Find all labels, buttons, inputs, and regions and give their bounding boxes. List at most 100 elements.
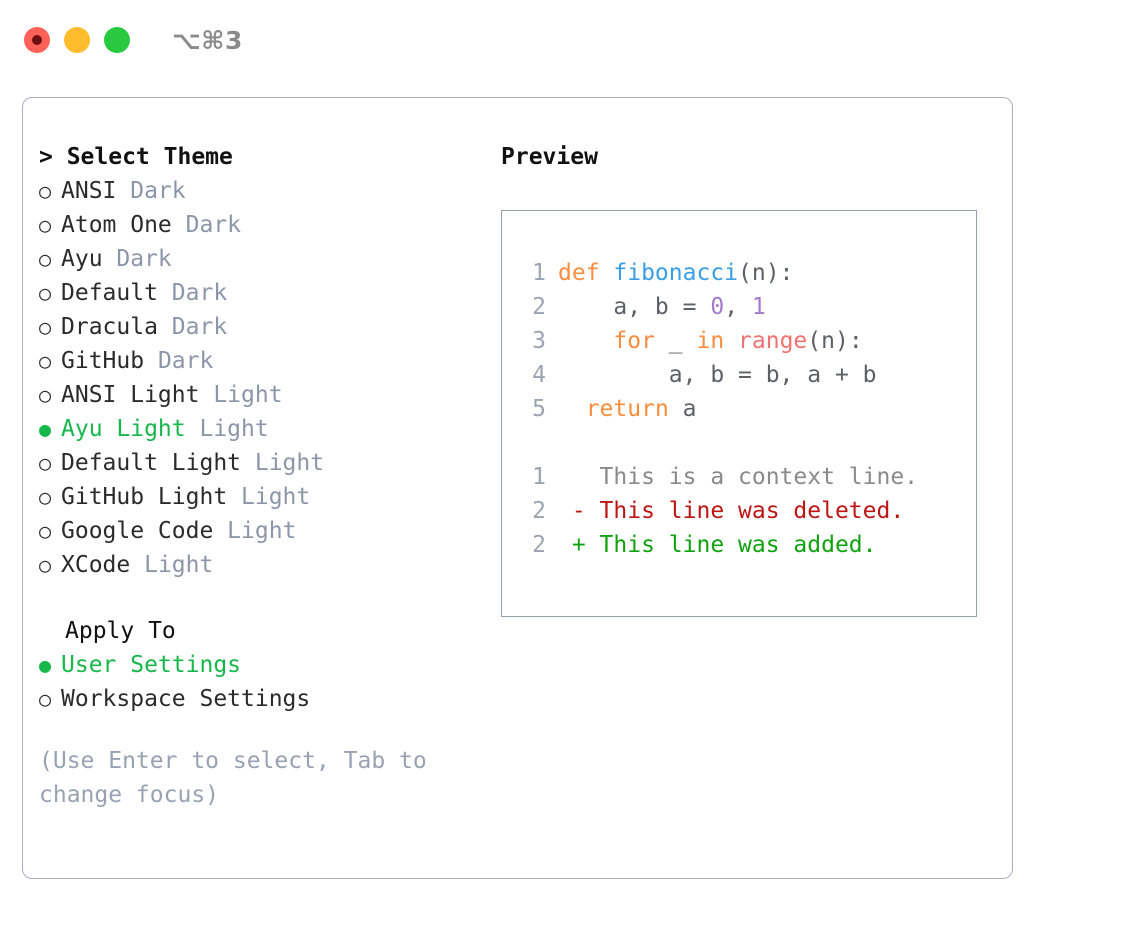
- theme-variant-tag: Dark: [116, 178, 186, 204]
- radio-unselected-icon: ○: [39, 281, 52, 305]
- line-number: 4: [532, 362, 546, 388]
- code-token: return: [585, 396, 669, 422]
- code-token: ,: [724, 294, 752, 320]
- theme-option-label: GitHub: [61, 348, 145, 374]
- close-button[interactable]: [24, 27, 50, 53]
- code-token: def: [558, 260, 614, 286]
- preview-heading: Preview: [501, 144, 598, 170]
- code-token: (n):: [807, 328, 863, 354]
- radio-unselected-icon: ○: [39, 349, 52, 373]
- radio-unselected-icon: ○: [39, 179, 52, 203]
- code-token: a: [668, 396, 697, 422]
- theme-option-dracula[interactable]: ○ Dracula Dark: [39, 310, 479, 344]
- code-token: range: [738, 328, 808, 354]
- code-token: (n):: [738, 260, 794, 286]
- code-token: a, b =: [558, 294, 711, 320]
- apply-to-option-label: Workspace Settings: [61, 686, 311, 712]
- theme-option-default[interactable]: ○Default Dark: [39, 276, 479, 310]
- theme-option-label: Dracula: [61, 314, 158, 340]
- theme-option-label: Atom One: [61, 212, 172, 238]
- theme-option-label: Ayu Light: [61, 416, 186, 442]
- theme-option-label: Ayu: [61, 246, 103, 272]
- close-button-indicator: [32, 35, 42, 45]
- code-token: _: [654, 328, 697, 354]
- theme-option-atom-one[interactable]: ○Atom One Dark: [39, 208, 479, 242]
- theme-variant-tag: Light: [185, 416, 269, 442]
- diff-content: - This line was deleted.: [558, 498, 905, 524]
- theme-option-label: Google Code: [61, 518, 214, 544]
- radio-selected-icon: ●: [39, 653, 52, 677]
- theme-option-google-code[interactable]: ○Google Code Light: [39, 514, 479, 548]
- theme-option-github[interactable]: ○ GitHub Dark: [39, 344, 479, 378]
- keyboard-shortcut-label: ⌥⌘3: [172, 25, 243, 55]
- code-content: return a: [558, 392, 697, 426]
- theme-option-ansi[interactable]: ○ ANSI Dark: [39, 174, 479, 208]
- code-diff-gap: [502, 426, 976, 460]
- apply-to-heading: Apply To: [65, 618, 176, 644]
- radio-unselected-icon: ○: [39, 485, 52, 509]
- radio-selected-icon: ●: [39, 417, 52, 441]
- theme-option-ayu[interactable]: ○Ayu Dark: [39, 242, 479, 276]
- theme-option-ayu-light[interactable]: ● Ayu Light Light: [39, 412, 479, 446]
- theme-variant-tag: Dark: [144, 348, 214, 374]
- code-content: a, b = b, a + b: [558, 358, 877, 392]
- code-token: fibonacci: [613, 260, 739, 286]
- line-number: 1: [532, 260, 546, 286]
- code-line: 4 a, b = b, a + b: [502, 358, 976, 392]
- radio-unselected-icon: ○: [39, 553, 52, 577]
- line-number: 3: [532, 328, 546, 354]
- theme-option-default-light[interactable]: ○Default Light Light: [39, 446, 479, 480]
- line-number: 2: [532, 294, 546, 320]
- code-content: for _ in range(n):: [558, 324, 863, 358]
- code-token: in: [696, 328, 725, 354]
- code-token: 0: [710, 294, 725, 320]
- minimize-button[interactable]: [64, 27, 90, 53]
- hint-spacer: [39, 716, 479, 744]
- theme-option-label: GitHub Light: [61, 484, 228, 510]
- theme-variant-tag: Light: [130, 552, 214, 578]
- code-token: a, b = b, a + b: [558, 362, 877, 388]
- diff-line: 2 - This line was deleted.: [502, 494, 976, 528]
- titlebar: ⌥⌘3: [0, 0, 1140, 80]
- diff-line: 1 This is a context line.: [502, 460, 976, 494]
- code-content: a, b = 0, 1: [558, 290, 766, 324]
- radio-unselected-icon: ○: [39, 383, 52, 407]
- main-panel: > Select Theme ○ANSI Dark○Atom One Dark○…: [22, 97, 1013, 879]
- code-token: [558, 396, 586, 422]
- keyboard-hint-text: (Use Enter to select, Tab to change focu…: [39, 748, 441, 808]
- theme-option-label: ANSI: [61, 178, 117, 204]
- section-spacer: [39, 582, 479, 614]
- radio-unselected-icon: ○: [39, 247, 52, 271]
- apply-to-option-user-settings[interactable]: ● User Settings: [39, 648, 479, 682]
- apply-to-option-workspace-settings[interactable]: ○Workspace Settings: [39, 682, 479, 716]
- code-line: 1 def fibonacci(n):: [502, 256, 976, 290]
- diff-content: This is a context line.: [558, 464, 919, 490]
- diff-sample: 1 This is a context line.2 - This line w…: [502, 460, 976, 562]
- theme-option-github-light[interactable]: ○GitHub Light Light: [39, 480, 479, 514]
- line-number: 2: [532, 532, 546, 558]
- theme-option-label: ANSI Light: [61, 382, 200, 408]
- code-token: [724, 328, 738, 354]
- maximize-button[interactable]: [104, 27, 130, 53]
- theme-variant-tag: Dark: [157, 314, 228, 340]
- apply-to-list: ● User Settings ○Workspace Settings: [39, 648, 479, 716]
- theme-variant-tag: Light: [213, 518, 297, 544]
- theme-option-label: XCode: [61, 552, 131, 578]
- radio-unselected-icon: ○: [39, 315, 52, 339]
- code-content: def fibonacci(n):: [558, 256, 793, 290]
- theme-variant-tag: Light: [241, 450, 325, 476]
- theme-variant-tag: Light: [199, 382, 283, 408]
- theme-variant-tag: Dark: [157, 280, 228, 306]
- code-line: 3 for _ in range(n):: [502, 324, 976, 358]
- code-token: [558, 328, 613, 354]
- radio-unselected-icon: ○: [39, 451, 52, 475]
- line-number: 2: [532, 498, 546, 524]
- theme-option-ansi-light[interactable]: ○ ANSI Light Light: [39, 378, 479, 412]
- code-token: 1: [751, 294, 766, 320]
- theme-option-xcode[interactable]: ○ XCode Light: [39, 548, 479, 582]
- apply-to-option-label: User Settings: [61, 652, 242, 678]
